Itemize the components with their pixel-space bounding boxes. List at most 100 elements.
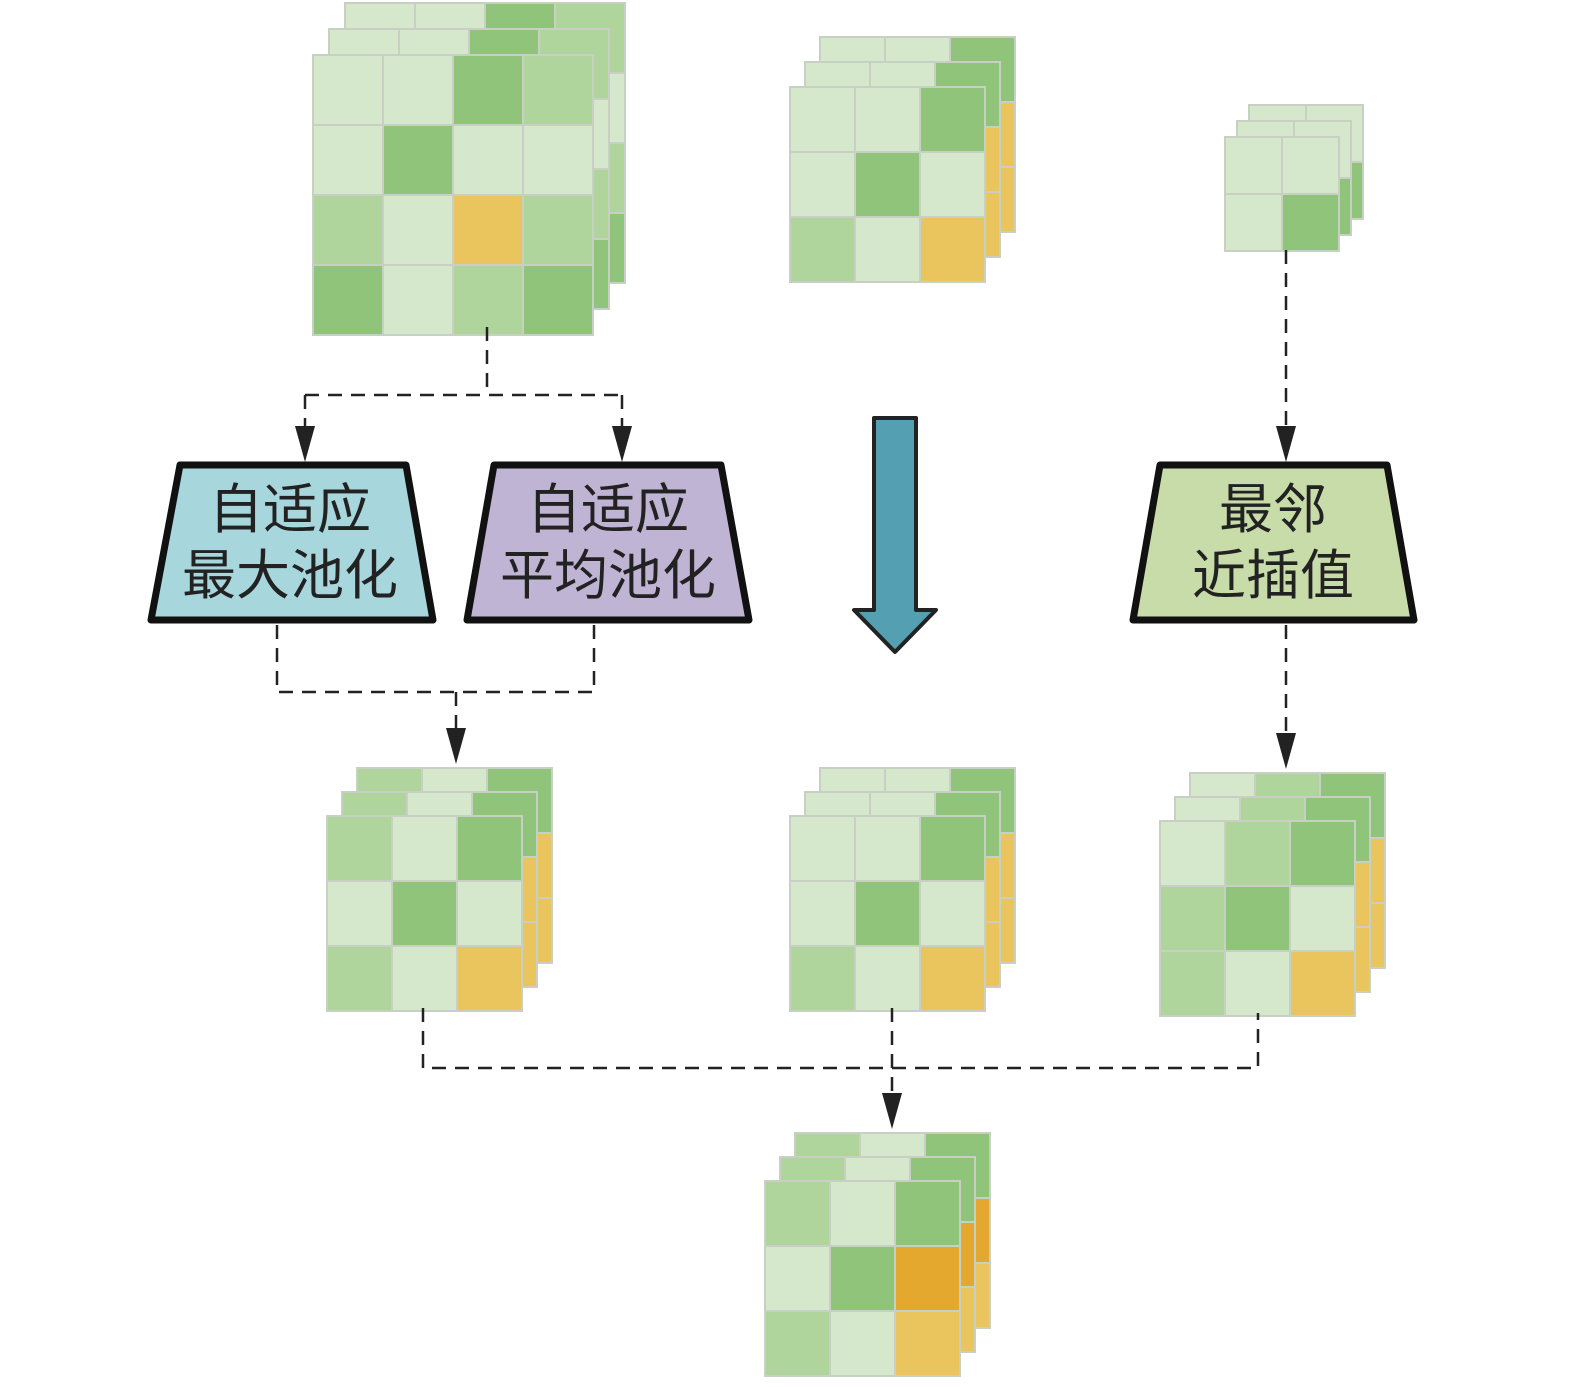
feature-map-layer (1159, 820, 1356, 1017)
nearest-box-shape (1129, 461, 1418, 624)
feature-map-cell (326, 880, 393, 947)
avg-pool-label-line2: 平均池化 (500, 544, 716, 607)
feature-map-layer (789, 815, 986, 1012)
feature-map-layer (764, 1180, 961, 1377)
arrowheads (295, 426, 1296, 1129)
feature-map-cell (522, 264, 594, 336)
feature-map-cell (854, 815, 921, 882)
feature-map-cell (1159, 820, 1226, 887)
feature-map-cell (382, 264, 454, 336)
feature-map-cell (1281, 136, 1340, 195)
feature-map-cell (1289, 820, 1356, 887)
feature-map-cell (391, 945, 458, 1012)
feature-map-cell (456, 815, 523, 882)
feature-map-layer (1224, 136, 1340, 252)
feature-map-cell (312, 264, 384, 336)
feature-map-medium-input (789, 36, 1016, 283)
feature-map-cell (854, 86, 921, 153)
feature-map-fused-output (764, 1132, 991, 1377)
feature-map-upsampled-output (1159, 772, 1386, 1017)
feature-map-layer (789, 86, 986, 283)
feature-map-cell (391, 880, 458, 947)
feature-map-identity-output (789, 767, 1016, 1012)
feature-map-cell (456, 945, 523, 1012)
max-pool-box: 自适应 最大池化 (147, 461, 437, 624)
feature-map-cell (919, 945, 986, 1012)
feature-map-cell (1159, 885, 1226, 952)
feature-map-cell (919, 151, 986, 218)
avg-pool-label-line1: 自适应 (527, 478, 689, 541)
feature-map-cell (452, 124, 524, 196)
arrowhead-to-fused (882, 1093, 902, 1129)
feature-map-cell (1224, 885, 1291, 952)
feature-map-cell (452, 264, 524, 336)
feature-map-cell (452, 194, 524, 266)
feature-map-cell (522, 194, 594, 266)
feature-map-pooled-output (326, 767, 553, 1012)
feature-map-cell (764, 1180, 831, 1247)
feature-map-layer (326, 815, 523, 1012)
max-pool-label-line2: 最大池化 (182, 544, 398, 607)
feature-map-small-input (1224, 104, 1364, 252)
feature-map-cell (1224, 950, 1291, 1017)
feature-map-cell (764, 1310, 831, 1377)
arrowhead-to-max-pool (295, 426, 315, 462)
max-pool-label-line1: 自适应 (209, 478, 371, 541)
feature-map-cell (312, 124, 384, 196)
feature-map-cell (382, 54, 454, 126)
feature-map-large-input (312, 2, 626, 336)
max-pool-box-shape (147, 461, 437, 624)
feature-map-cell (1289, 950, 1356, 1017)
feature-map-cell (829, 1310, 896, 1377)
feature-map-cell (789, 945, 856, 1012)
feature-map-cell (312, 194, 384, 266)
connector-pooling-merge (275, 625, 596, 740)
feature-map-cell (854, 151, 921, 218)
feature-map-cell (919, 216, 986, 283)
nearest-label-line2: 近插值 (1192, 544, 1354, 607)
feature-map-cell (456, 880, 523, 947)
arrowhead-to-avg-pool (612, 426, 632, 462)
feature-map-cell (829, 1245, 896, 1312)
feature-map-cell (391, 815, 458, 882)
avg-pool-box-shape (463, 461, 753, 624)
feature-map-cell (1224, 193, 1283, 252)
connectors (275, 250, 1288, 1100)
feature-map-cell (1159, 950, 1226, 1017)
feature-map-cell (854, 216, 921, 283)
feature-map-cell (894, 1245, 961, 1312)
avg-pool-box: 自适应 平均池化 (463, 461, 753, 624)
feature-map-cell (789, 880, 856, 947)
feature-map-cell (894, 1180, 961, 1247)
feature-map-cell (894, 1310, 961, 1377)
feature-map-cell (522, 124, 594, 196)
feature-map-cell (522, 54, 594, 126)
feature-map-cell (1224, 136, 1283, 195)
feature-map-cell (326, 815, 393, 882)
feature-map-cell (1289, 885, 1356, 952)
feature-map-cell (854, 945, 921, 1012)
feature-map-cell (854, 880, 921, 947)
feature-map-cell (312, 54, 384, 126)
feature-map-cell (764, 1245, 831, 1312)
feature-map-cell (919, 880, 986, 947)
feature-map-cell (452, 54, 524, 126)
arrowhead-to-upsampled (1276, 733, 1296, 769)
feature-map-cell (1281, 193, 1340, 252)
arrowhead-to-pooled (446, 728, 466, 764)
feature-map-cell (789, 216, 856, 283)
arrowhead-to-nearest (1276, 426, 1296, 462)
feature-map-cell (326, 945, 393, 1012)
connector-fusion (421, 1008, 1260, 1100)
feature-map-cell (919, 86, 986, 153)
feature-map-cell (1224, 820, 1291, 887)
feature-map-cell (829, 1180, 896, 1247)
feature-map-cell (789, 151, 856, 218)
down-arrow-icon (852, 416, 938, 654)
feature-map-cell (789, 815, 856, 882)
connector-large-split (303, 327, 624, 440)
feature-map-layer (312, 54, 594, 336)
feature-map-cell (382, 124, 454, 196)
nearest-interpolation-box: 最邻 近插值 (1129, 461, 1418, 624)
